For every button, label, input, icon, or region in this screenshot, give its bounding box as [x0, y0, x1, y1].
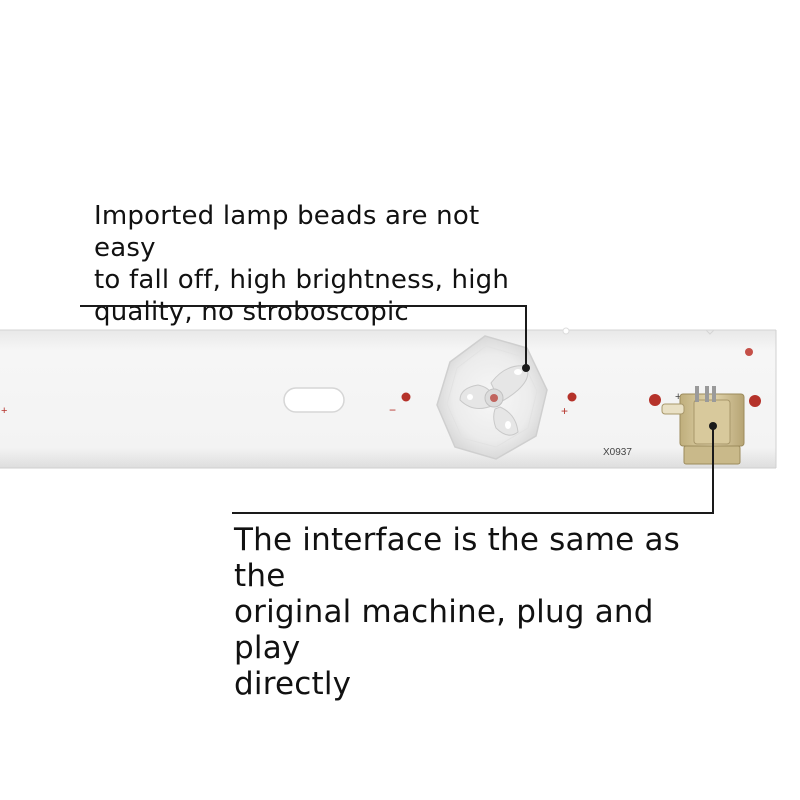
solder-pad — [749, 395, 761, 407]
lamp-beads-leader-horizontal — [80, 305, 527, 307]
solder-pad — [567, 392, 577, 402]
via-hole — [705, 329, 715, 335]
interface-leader-vertical — [712, 426, 714, 514]
lamp-beads-leader-dot — [522, 364, 530, 372]
led-lens — [436, 335, 548, 460]
solder-pad — [401, 392, 411, 402]
via-hole — [562, 327, 570, 335]
part-code-label: X0937 — [603, 447, 632, 458]
lamp-beads-callout: Imported lamp beads are not easy to fall… — [94, 201, 510, 327]
polarity-mark: + — [675, 391, 681, 403]
lamp-beads-leader-vertical — [525, 305, 527, 369]
solder-pad — [649, 394, 661, 406]
interface-leader-dot — [709, 422, 717, 430]
polarity-mark: − — [389, 403, 396, 417]
solder-pad — [745, 348, 753, 356]
strip-body — [0, 330, 776, 468]
polarity-mark: + — [1, 405, 7, 417]
interface-leader-horizontal — [232, 512, 714, 514]
polarity-mark: + — [561, 404, 568, 418]
interface-callout: The interface is the same as the origina… — [234, 522, 680, 702]
mounting-slot — [283, 387, 345, 413]
